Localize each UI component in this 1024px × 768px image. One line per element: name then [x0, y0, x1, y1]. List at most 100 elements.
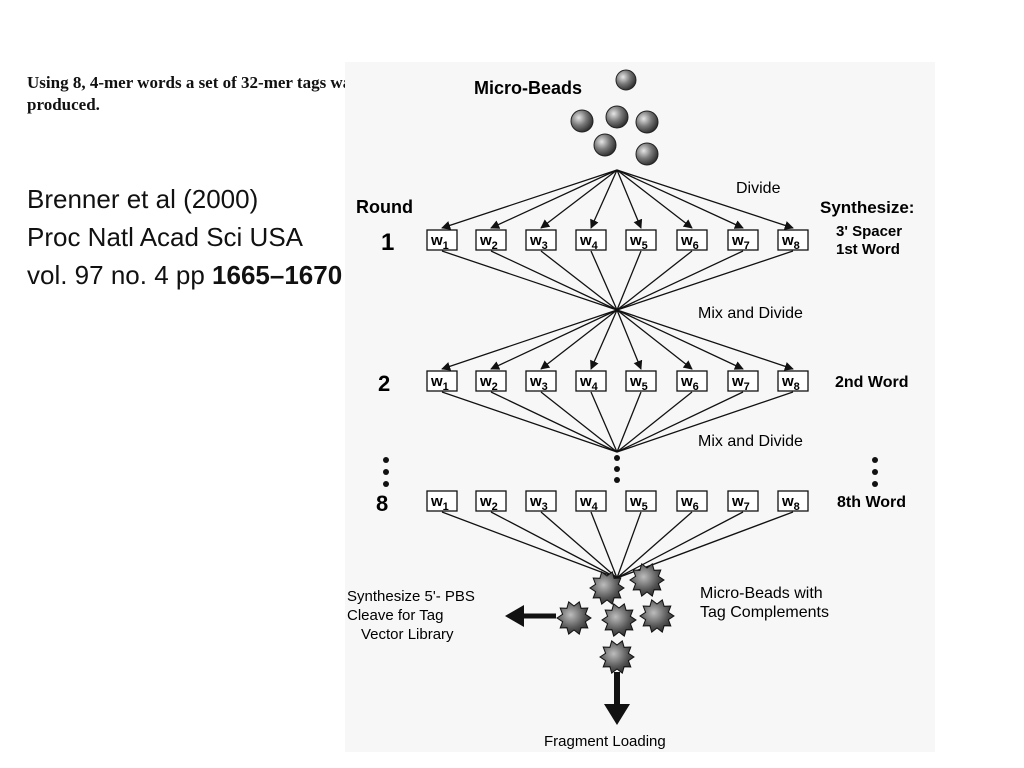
word-box: w6 — [676, 490, 708, 513]
word-box: w2 — [475, 370, 507, 393]
divide-arrow — [616, 169, 744, 229]
micro-bead — [635, 142, 659, 166]
divide-arrow — [616, 309, 794, 371]
citation: Brenner et al (2000) Proc Natl Acad Sci … — [27, 180, 342, 294]
diagram-background — [345, 62, 935, 752]
micro-bead — [570, 109, 594, 133]
tagged-bead-gear-icon — [639, 598, 675, 634]
divide-arrow — [590, 169, 618, 229]
beads-tag-line2: Tag Complements — [700, 604, 829, 621]
divide-arrow — [490, 169, 618, 229]
ellipsis-dots — [383, 455, 878, 487]
word-box: w7 — [727, 229, 759, 252]
mix-line — [490, 250, 618, 311]
mix-divide-label-1: Mix and Divide — [698, 305, 803, 322]
word-box: w4 — [575, 229, 607, 252]
tagged-bead-gear-icon — [629, 562, 665, 598]
mix-line — [441, 511, 618, 579]
word-box: w5 — [625, 490, 657, 513]
round-number-2: 2 — [378, 371, 390, 396]
round-label: Round — [356, 197, 413, 217]
micro-bead — [615, 69, 637, 91]
citation-authors: Brenner et al (2000) — [27, 184, 259, 214]
divide-arrow — [441, 309, 618, 371]
tag-synthesis-diagram: Micro-Beads Divide Round Synthesize: 3' … — [345, 62, 935, 752]
mix-line — [616, 511, 693, 579]
synthesize-spacer: 3' Spacer — [836, 223, 902, 240]
synthesize-pbs-line2: Cleave for Tag — [347, 607, 443, 624]
micro-beads-title: Micro-Beads — [474, 78, 582, 98]
tagged-bead-gear-icon — [589, 570, 625, 606]
divide-arrow — [441, 169, 618, 230]
divide-arrow — [616, 169, 693, 229]
synthesize-pbs-line3: Vector Library — [361, 626, 454, 643]
divide-arrow — [616, 169, 643, 229]
fragment-loading-label: Fragment Loading — [544, 733, 666, 750]
divide-arrow — [590, 309, 618, 370]
synthesize-title: Synthesize: — [820, 198, 914, 217]
synthesize-first-word: 1st Word — [836, 241, 900, 258]
synthesize-pbs-line1: Synthesize 5'- PBS — [347, 588, 475, 605]
citation-journal: Proc Natl Acad Sci USA — [27, 222, 303, 252]
divide-arrow — [616, 169, 794, 230]
eighth-word-label: 8th Word — [837, 494, 906, 511]
word-box: w5 — [625, 370, 657, 393]
word-box: w2 — [475, 490, 507, 513]
left-arrow-icon — [505, 605, 524, 627]
connector-lines — [441, 169, 794, 579]
slide-caption: Using 8, 4-mer words a set of 32-mer tag… — [27, 73, 358, 114]
word-box: w4 — [575, 370, 607, 393]
micro-bead — [635, 110, 659, 134]
mix-line — [490, 391, 618, 453]
word-box: w4 — [575, 490, 607, 513]
tagged-micro-beads — [556, 562, 675, 675]
word-box: w8 — [777, 229, 809, 252]
mix-line — [616, 250, 642, 311]
micro-bead — [593, 133, 617, 157]
mix-line — [616, 250, 744, 311]
round-number-1: 1 — [381, 229, 394, 256]
mix-line — [441, 391, 618, 453]
mix-line — [540, 250, 618, 311]
mix-line — [616, 511, 744, 579]
micro-beads — [570, 69, 659, 166]
word-box: w3 — [525, 229, 557, 252]
divide-arrow — [540, 309, 618, 370]
mix-line — [616, 511, 642, 579]
citation-volume: vol. 97 no. 4 pp 1665–1670 — [27, 256, 342, 294]
citation-pages: 1665–1670 — [212, 260, 343, 290]
citation-volume-text: vol. 97 no. 4 pp — [27, 260, 213, 290]
down-arrow-icon — [604, 704, 630, 725]
mix-line — [590, 250, 618, 311]
tagged-bead-gear-icon — [599, 639, 635, 675]
word-box: w7 — [727, 490, 759, 513]
word-box: w1 — [426, 229, 458, 252]
mix-line — [590, 391, 618, 453]
round-number-8: 8 — [376, 491, 388, 516]
mix-line — [540, 391, 618, 453]
output-arrows — [505, 605, 630, 725]
word-box: w5 — [625, 229, 657, 252]
mix-line — [441, 250, 618, 311]
mix-divide-label-2: Mix and Divide — [698, 433, 803, 450]
mix-line — [616, 391, 744, 453]
mix-line — [616, 250, 693, 311]
micro-bead — [605, 105, 629, 129]
second-word-label: 2nd Word — [835, 374, 908, 391]
word-box: w7 — [727, 370, 759, 393]
word-box: w3 — [525, 370, 557, 393]
tagged-bead-gear-icon — [601, 602, 637, 638]
divide-arrow — [490, 309, 618, 370]
word-box: w8 — [777, 490, 809, 513]
mix-line — [490, 511, 618, 579]
mix-line — [616, 391, 693, 453]
word-box: w2 — [475, 229, 507, 252]
word-box: w6 — [676, 370, 708, 393]
mix-line — [616, 391, 642, 453]
divide-arrow — [616, 309, 693, 370]
mix-line — [616, 391, 794, 453]
divide-arrow — [616, 309, 744, 370]
mix-line — [590, 511, 618, 579]
mix-line — [540, 511, 618, 579]
